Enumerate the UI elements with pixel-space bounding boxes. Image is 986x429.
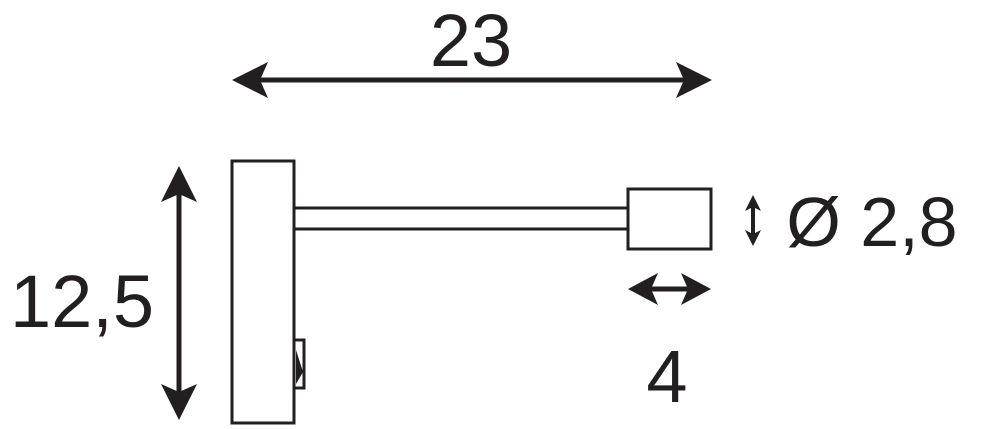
- height-label: 12,5: [10, 260, 154, 343]
- diameter-label: Ø 2,8: [786, 183, 957, 261]
- height-dimension-arrow: [161, 166, 197, 420]
- wall-plate: [230, 159, 296, 425]
- switch: [292, 338, 306, 390]
- lamp-head: [626, 187, 713, 251]
- width-label: 23: [430, 0, 512, 82]
- head-length-label: 4: [646, 335, 687, 418]
- switch-rocker: [296, 350, 303, 384]
- diameter-dimension-arrow: [745, 195, 761, 246]
- width-dimension-arrow: [232, 62, 712, 98]
- lamp-arm: [292, 206, 630, 231]
- head-length-dimension-arrow: [628, 273, 711, 305]
